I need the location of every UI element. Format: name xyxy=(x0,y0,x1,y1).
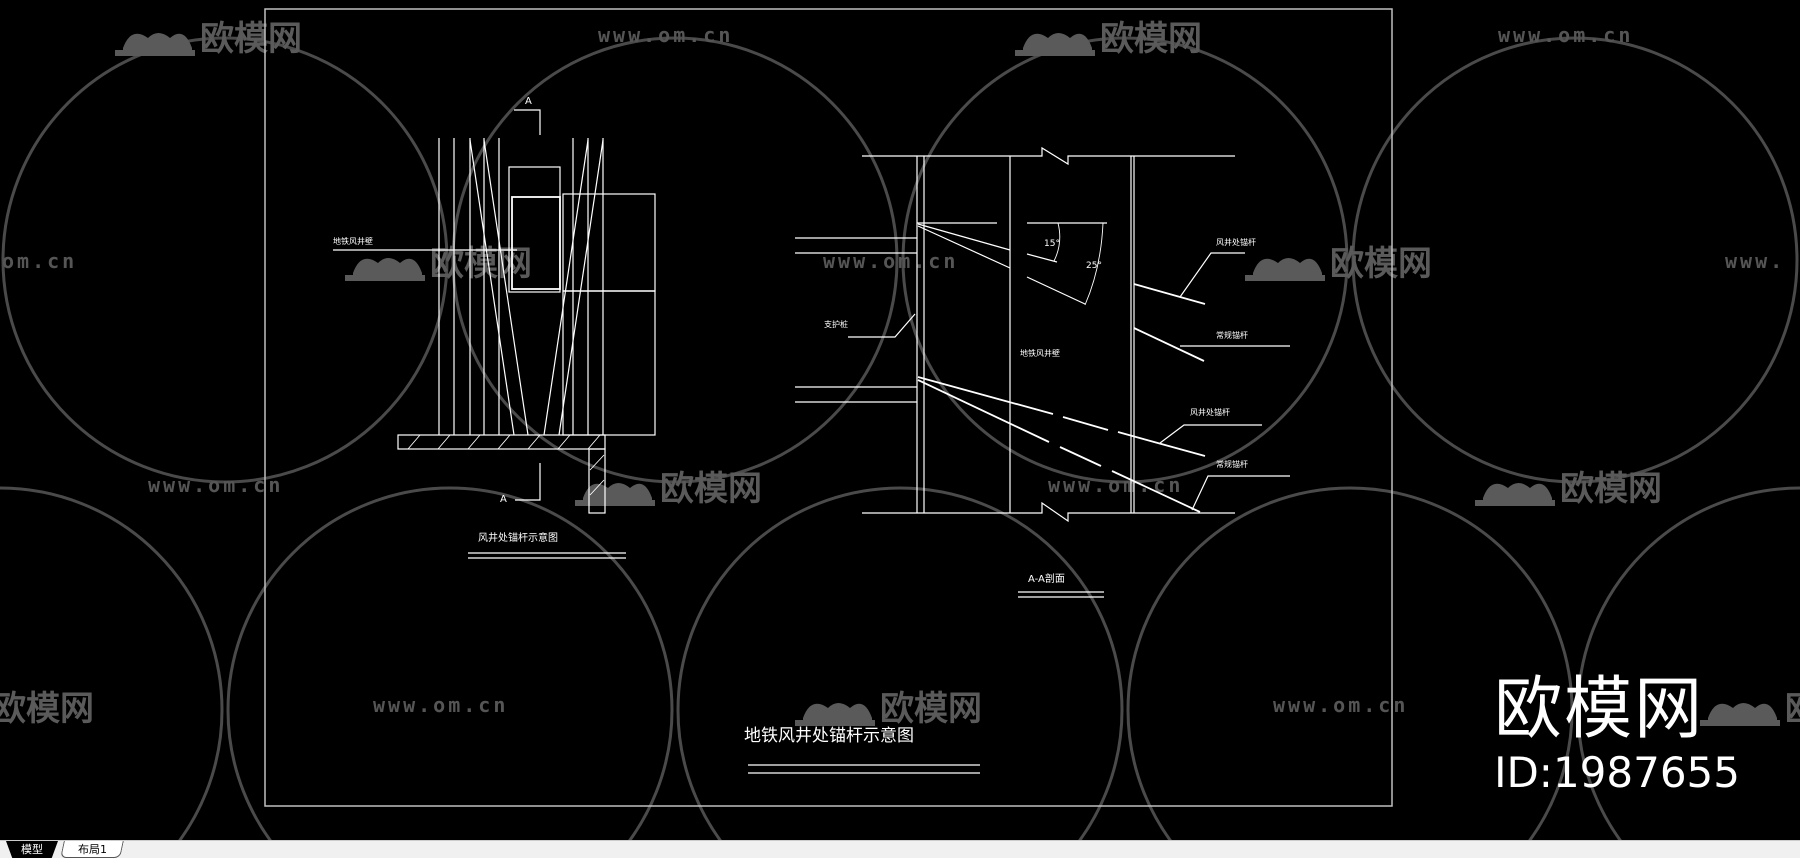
svg-text:欧模网: 欧模网 xyxy=(1100,19,1202,59)
sheet-title: 地铁风井处锚杆示意图 xyxy=(744,726,914,746)
svg-text:欧模网: 欧模网 xyxy=(0,689,94,729)
svg-text:欧模网: 欧模网 xyxy=(1785,689,1800,729)
tab-layout1[interactable]: 布局1 xyxy=(60,841,124,858)
angle-15-label: 15° xyxy=(1044,239,1060,249)
watermark-logo: 欧模网 xyxy=(115,19,302,59)
right-view-drawing xyxy=(795,146,1290,598)
callout-vent-anchor-1: 风井处锚杆 xyxy=(1216,237,1256,247)
watermark-logo: 欧模网 xyxy=(1475,469,1662,509)
layout-tab-bar: 模型 布局1 xyxy=(0,840,1800,858)
section-a-a-title: A-A剖面 xyxy=(1028,572,1065,585)
sheet-title-block: 地铁风井处锚杆示意图 xyxy=(744,726,980,774)
callout-regular-anchor-2: 常规锚杆 xyxy=(1216,459,1248,469)
tab-layout1-label: 布局1 xyxy=(77,843,107,856)
watermark-logo: 欧模网 xyxy=(1245,244,1432,284)
angle-25-label: 25° xyxy=(1086,261,1102,271)
svg-text:www.om.cn: www.om.cn xyxy=(598,23,733,47)
watermark-logo: 欧模网 xyxy=(1015,19,1202,59)
watermark-logo: 欧模网 xyxy=(345,244,532,284)
svg-text:欧模网: 欧模网 xyxy=(1330,244,1432,284)
tab-model[interactable]: 模型 xyxy=(6,841,58,858)
left-view-texts: A A 地铁风井壁 风井处锚杆示意图 xyxy=(333,96,558,544)
svg-text:欧模网: 欧模网 xyxy=(200,19,302,59)
support-pile-label: 支护桩 xyxy=(824,319,848,329)
watermark-logo: 欧模网 xyxy=(1700,689,1800,729)
watermark-circles xyxy=(0,36,1800,840)
section-mark-a-bottom: A xyxy=(500,494,507,505)
left-view-title: 风井处锚杆示意图 xyxy=(478,531,558,544)
watermark-logo: 欧模网 xyxy=(575,469,762,509)
watermark-texts: 欧模网 欧模网 欧模网 欧模网 欧模网 xyxy=(0,19,1800,729)
svg-text:欧模网: 欧模网 xyxy=(880,689,982,729)
section-mark-a-top: A xyxy=(525,96,532,107)
svg-text:欧模网: 欧模网 xyxy=(430,244,532,284)
drawing-frame xyxy=(264,8,1393,807)
svg-text:om.cn: om.cn xyxy=(2,249,77,273)
svg-text:www.om.cn: www.om.cn xyxy=(148,473,283,497)
left-view-drawing xyxy=(333,109,656,559)
svg-text:欧模网: 欧模网 xyxy=(1560,469,1662,509)
callout-left-label: 地铁风井壁 xyxy=(333,236,373,246)
watermark-logo: 欧模网 xyxy=(795,689,982,729)
svg-text:www.om.cn: www.om.cn xyxy=(1048,473,1183,497)
svg-text:www.om.cn: www.om.cn xyxy=(1498,23,1633,47)
callout-regular-anchor-1: 常规锚杆 xyxy=(1216,330,1248,340)
center-wall-label: 地铁风井壁 xyxy=(1020,348,1060,358)
svg-text:欧模网: 欧模网 xyxy=(660,469,762,509)
callout-vent-anchor-2: 风井处锚杆 xyxy=(1190,407,1230,417)
cad-model-viewport[interactable]: 欧模网 欧模网 欧模网 欧模网 欧模网 xyxy=(0,0,1800,840)
right-view-texts: 15° 25° 地铁风井壁 支护桩 风井处锚杆 常规锚杆 风井处锚杆 常规锚杆 … xyxy=(824,237,1256,585)
svg-text:www.om.cn: www.om.cn xyxy=(1273,693,1408,717)
svg-text:www.: www. xyxy=(1725,249,1785,273)
svg-text:www.om.cn: www.om.cn xyxy=(373,693,508,717)
